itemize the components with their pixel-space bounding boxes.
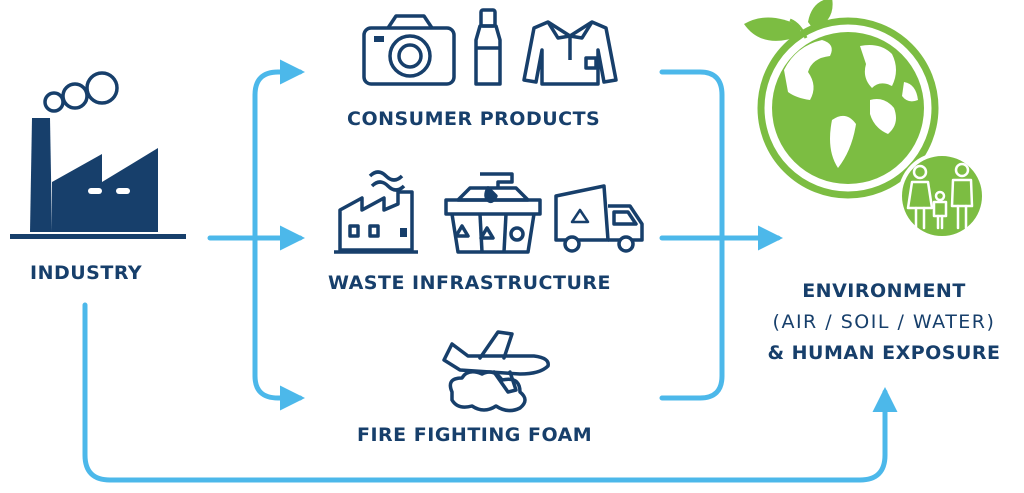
consumer-products-label: CONSUMER PRODUCTS bbox=[347, 108, 601, 130]
arrow-foam-merge bbox=[659, 235, 725, 401]
arrow-industry-direct-to-environment bbox=[82, 302, 898, 483]
recycling-bins-icon bbox=[444, 172, 542, 254]
arrow-consumer-merge bbox=[659, 69, 725, 241]
arrow-branch-foam bbox=[252, 235, 305, 411]
fire-fighting-foam-label: FIRE FIGHTING FOAM bbox=[357, 424, 593, 446]
environment-label: ENVIRONMENT bbox=[802, 280, 966, 302]
family-icon bbox=[898, 152, 986, 240]
globe-leaf-icon bbox=[744, 0, 939, 199]
waste-infrastructure-label: WASTE INFRASTRUCTURE bbox=[328, 272, 611, 294]
industry-label: INDUSTRY bbox=[30, 262, 143, 284]
recycling-truck-icon bbox=[554, 184, 644, 253]
flow-arrows bbox=[82, 59, 898, 483]
arrow-branch-consumer bbox=[252, 59, 305, 241]
waste-plant-icon bbox=[334, 170, 418, 254]
human-exposure-label: & HUMAN EXPOSURE bbox=[767, 342, 1001, 364]
camera-icon bbox=[362, 14, 456, 86]
environment-media-label: (AIR / SOIL / WATER) bbox=[772, 311, 996, 333]
shirt-icon bbox=[522, 20, 618, 86]
environment-label-block: ENVIRONMENT (AIR / SOIL / WATER) & HUMAN… bbox=[746, 276, 1022, 369]
bottle-icon bbox=[474, 8, 502, 86]
airplane-foam-icon bbox=[442, 330, 550, 413]
factory-icon bbox=[10, 71, 186, 239]
